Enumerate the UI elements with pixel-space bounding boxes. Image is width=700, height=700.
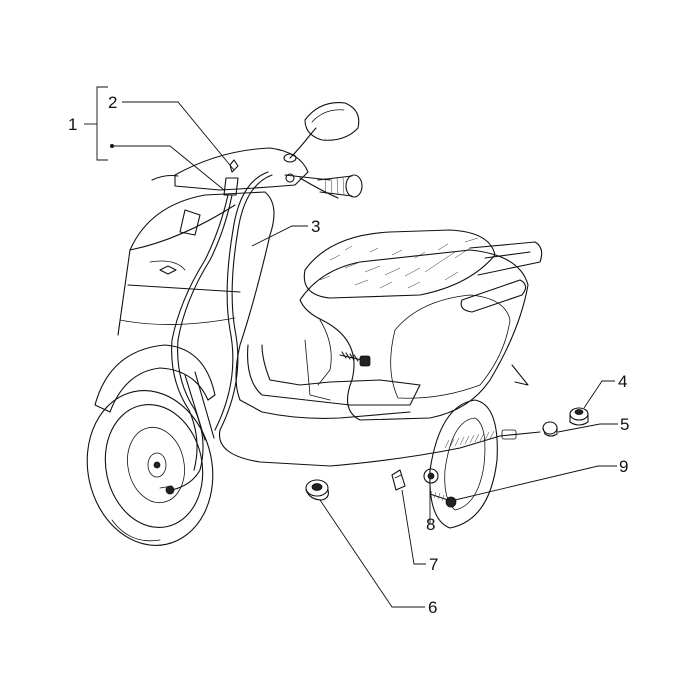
rear-wheel bbox=[429, 399, 498, 529]
callout-1: 1 bbox=[68, 115, 77, 134]
callout-8: 8 bbox=[426, 515, 435, 534]
leader-lines bbox=[84, 86, 618, 608]
scooter-drawing bbox=[86, 102, 589, 546]
rear-rack bbox=[460, 241, 543, 313]
callout-4: 4 bbox=[618, 372, 627, 391]
front-wheel bbox=[86, 390, 214, 546]
callout-3: 3 bbox=[311, 217, 320, 236]
part-9-screw bbox=[429, 490, 457, 508]
mirror bbox=[283, 102, 360, 163]
part-7-clip bbox=[391, 469, 406, 491]
floorboard bbox=[247, 344, 421, 406]
rear-body bbox=[299, 249, 529, 421]
leg-shield bbox=[117, 191, 411, 419]
seat bbox=[303, 229, 496, 299]
body-screw bbox=[339, 351, 371, 367]
callout-7: 7 bbox=[429, 555, 438, 574]
part-8-nut bbox=[423, 468, 439, 484]
handlebar bbox=[151, 147, 363, 199]
cables bbox=[159, 159, 541, 495]
part-6-grommet bbox=[305, 479, 329, 501]
front-fender bbox=[94, 344, 216, 413]
callout-labels: 1 2 3 4 5 9 8 7 6 bbox=[68, 93, 629, 617]
part-5-bushing bbox=[542, 421, 558, 437]
callout-6: 6 bbox=[428, 598, 437, 617]
callout-5: 5 bbox=[620, 415, 629, 434]
front-fork bbox=[184, 371, 215, 441]
callout-2: 2 bbox=[108, 93, 117, 112]
part-4-cap bbox=[569, 407, 589, 426]
callout-9: 9 bbox=[619, 457, 628, 476]
